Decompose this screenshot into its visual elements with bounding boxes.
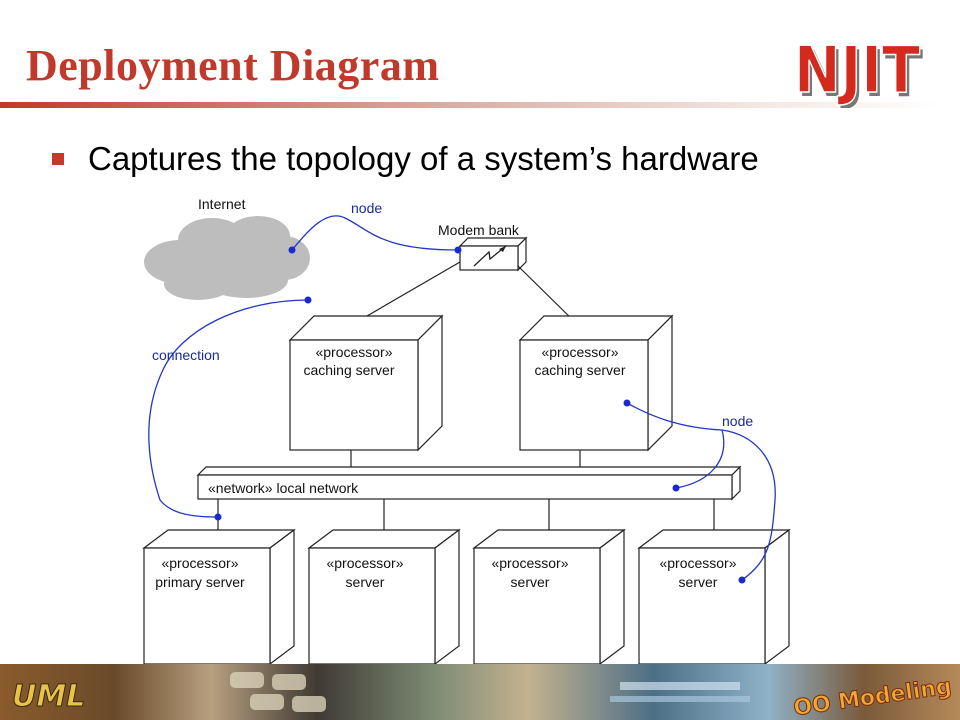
njit-logo-shadow: NJIT (797, 38, 923, 108)
server-4-name: server (679, 574, 718, 590)
modem-bank-label: Modem bank (438, 222, 520, 238)
node-label-right: node (722, 413, 753, 429)
connection-label: connection (152, 347, 220, 363)
node-label-top: node (351, 200, 382, 216)
connection-annotation (148, 299, 309, 518)
modem-bank-node (458, 236, 528, 272)
caching-server-1-stereotype: «processor» (315, 344, 392, 360)
njit-logo: NJIT NJIT (792, 24, 932, 112)
bullet-square-icon (52, 153, 64, 165)
primary-server-node: «processor» primary server (142, 528, 296, 664)
caching-server-2-name: caching server (534, 362, 625, 378)
internet-cloud (144, 216, 310, 300)
server-node-4: «processor» server (637, 528, 791, 664)
caching-server-1-name: caching server (303, 362, 394, 378)
server-4-stereotype: «processor» (659, 555, 736, 571)
server-3-name: server (511, 574, 550, 590)
lightning-icon (473, 245, 507, 267)
node-annotation-right (626, 402, 776, 581)
internet-label: Internet (198, 196, 246, 212)
caching-server-node-1: «processor» caching server (288, 314, 444, 452)
server-3-stereotype: «processor» (491, 555, 568, 571)
footer-banner: UML OO Modeling (0, 664, 960, 720)
local-network-label: «network» local network (208, 480, 359, 496)
primary-server-stereotype: «processor» (161, 555, 238, 571)
primary-server-name: primary server (155, 574, 245, 590)
title-underline (0, 102, 940, 108)
caching-server-node-2: «processor» caching server (518, 314, 674, 452)
server-2-stereotype: «processor» (326, 555, 403, 571)
node-annotation-top (291, 215, 459, 251)
server-2-name: server (346, 574, 385, 590)
caching-server-2-stereotype: «processor» (541, 344, 618, 360)
deployment-diagram: Internet Modem bank «processor» caching … (142, 196, 791, 664)
footer-uml-text: UML (12, 679, 85, 714)
bullet-text: Captures the topology of a system’s hard… (88, 140, 759, 177)
njit-logo-text: NJIT (794, 34, 920, 108)
server-node-2: «processor» server (307, 528, 461, 664)
slide-title: Deployment Diagram (26, 41, 440, 90)
local-network-node: «network» local network (196, 465, 742, 501)
server-node-3: «processor» server (472, 528, 626, 664)
